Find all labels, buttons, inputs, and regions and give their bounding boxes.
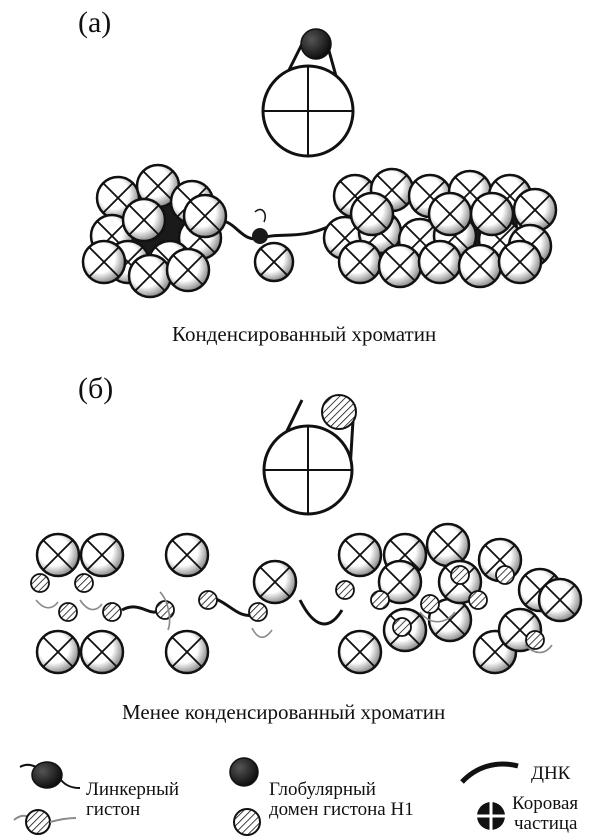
linker-histone-particle (156, 601, 174, 619)
nucleosome-core-particle (81, 534, 123, 576)
linker-histone-hatched-icon (26, 810, 50, 834)
nucleosome-core-particle (184, 195, 226, 237)
nucleosome-core-particle (166, 534, 208, 576)
linker-histone-particle (421, 595, 439, 613)
nucleosome-core-particle (351, 193, 393, 235)
linker-histone-particle (496, 566, 514, 584)
condensed-chromatin-fiber (83, 165, 556, 297)
linker-histone-particle (103, 603, 121, 621)
histone-tail (80, 600, 102, 610)
nucleosome-core-particle (83, 241, 125, 283)
linker-histone-particle (451, 566, 469, 584)
nucleosome-core-particle (166, 631, 208, 673)
nucleosome-core-particle (379, 245, 421, 287)
nucleosome-core-particle (37, 631, 79, 673)
legend-globular-domain (230, 758, 260, 835)
legend-dna-label: ДНК (531, 764, 570, 783)
linker-histone-particle (59, 603, 77, 621)
panel-a-detail-nucleosome (263, 29, 353, 156)
legend-core-particle-label-line1: Коровая (512, 794, 578, 813)
legend-linker-histone-label-line2: гистон (86, 800, 140, 819)
histone-tail (252, 628, 272, 637)
nucleosome-core-particle (37, 534, 79, 576)
nucleosome-core-particle (419, 241, 461, 283)
globular-domain-hatched-icon (234, 809, 260, 835)
linker-histone-cluster (252, 228, 268, 244)
nucleosome-core-particle (539, 579, 581, 621)
linker-histone-particle (393, 618, 411, 636)
less-condensed-chromatin-fiber (31, 524, 581, 673)
legend-linker-histone (14, 762, 80, 834)
legend-core-particle-label-line2: частица (514, 814, 578, 833)
linker-histone-particle (526, 631, 544, 649)
nucleosome-core-particle (167, 249, 209, 291)
panel-a-letter: (а) (78, 6, 111, 40)
panel-b-detail-nucleosome (264, 395, 356, 514)
linker-histone-dark-icon (32, 762, 62, 788)
nucleosome-core-particle (123, 199, 165, 241)
legend-globular-domain-label-line2: домен гистона Н1 (269, 800, 414, 819)
linker-histone-particle (199, 591, 217, 609)
nucleosome-core-particle (429, 193, 471, 235)
globular-domain-icon (301, 29, 331, 59)
nucleosome-core-particle (254, 561, 296, 603)
legend-linker-histone-label-line1: Линкерный (86, 780, 179, 799)
linker-histone-particle (469, 591, 487, 609)
nucleosome-core-particle (459, 245, 501, 287)
nucleosome-core-particle (471, 193, 513, 235)
legend-core-particle (477, 802, 505, 830)
globular-domain-dark-icon (230, 758, 258, 786)
nucleosome-core-particle (339, 631, 381, 673)
linker-histone-particle (31, 574, 49, 592)
dna-strand-icon (462, 764, 518, 782)
nucleosome-core-particle (499, 241, 541, 283)
nucleosome-core-particle (255, 243, 293, 281)
panel-a-caption: Конденсированный хроматин (172, 322, 436, 347)
histone-tail (36, 600, 58, 608)
legend-globular-domain-label-line1: Глобулярный (269, 780, 376, 799)
linker-histone-particle (336, 581, 354, 599)
legend-dna (462, 764, 518, 782)
linker-histone-particle (371, 591, 389, 609)
panel-b-letter: (б) (78, 372, 113, 406)
linker-histone-particle (249, 603, 267, 621)
nucleosome-core-particle (81, 631, 123, 673)
linker-histone-icon (322, 395, 356, 429)
nucleosome-core-particle (339, 241, 381, 283)
nucleosome-core-particle (129, 255, 171, 297)
nucleosome-core-particle (427, 524, 469, 566)
nucleosome-core-particle (339, 534, 381, 576)
panel-b-caption: Менее конденсированный хроматин (122, 700, 445, 725)
linker-histone-particle (75, 574, 93, 592)
